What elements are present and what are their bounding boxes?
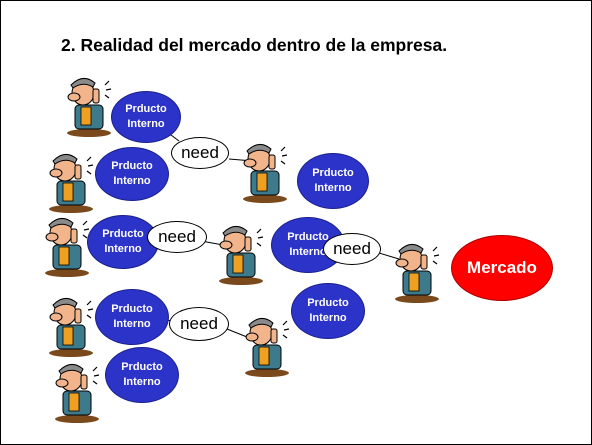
person-talking-icon: [55, 364, 100, 423]
product-line1: Prducto: [102, 228, 144, 240]
product-line2: Interno: [123, 376, 161, 388]
product-line1: Prducto: [111, 160, 153, 172]
product-line2: Interno: [314, 182, 352, 194]
need-bubble: need: [169, 307, 229, 341]
person-talking-icon: [245, 318, 290, 377]
product-line2: Interno: [309, 312, 347, 324]
product-line1: Prducto: [307, 297, 349, 309]
need-bubble: need: [323, 233, 381, 265]
person-talking-icon: [395, 244, 440, 303]
market-bubble: Mercado: [451, 235, 553, 301]
person-talking-icon: [49, 298, 94, 357]
product-line1: Prducto: [312, 167, 354, 179]
product-line2: Interno: [104, 243, 142, 255]
product-line1: Prducto: [121, 361, 163, 373]
product-line2: Interno: [113, 318, 151, 330]
product-line1: Prducto: [125, 103, 167, 115]
product-line1: Prducto: [287, 231, 329, 243]
product-line1: Prducto: [111, 303, 153, 315]
product-line2: Interno: [127, 118, 165, 130]
person-talking-icon: [243, 144, 288, 203]
product-line2: Interno: [289, 246, 327, 258]
person-talking-icon: [49, 154, 94, 213]
product-line2: Interno: [113, 175, 151, 187]
person-talking-icon: [219, 226, 264, 285]
person-talking-icon: [45, 218, 90, 277]
need-bubble: need: [171, 137, 229, 169]
need-bubble: need: [147, 221, 207, 253]
slide-title: 2. Realidad del mercado dentro de la emp…: [61, 35, 448, 55]
person-talking-icon: [67, 78, 112, 137]
